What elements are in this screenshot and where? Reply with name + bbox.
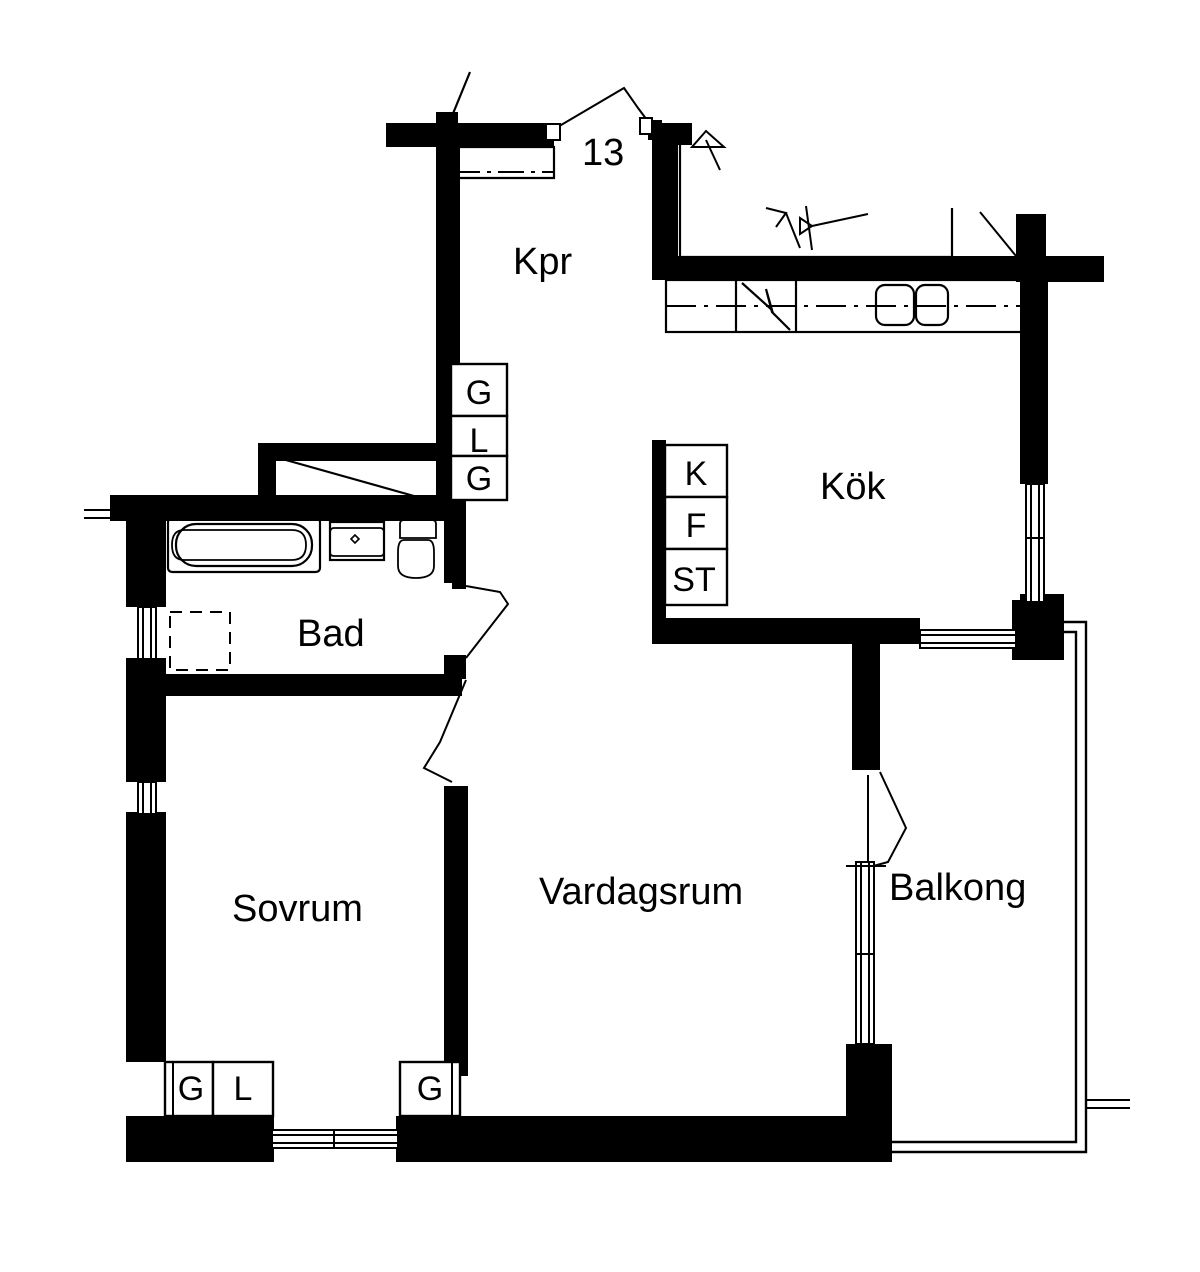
wall-kitchen-ne-cap <box>1016 256 1104 282</box>
walls-group <box>110 112 1104 1162</box>
room-label-vardagsrum: Vardagsrum <box>539 871 744 913</box>
closet-box-hall-g-bottom <box>449 454 509 502</box>
wall-entry-top <box>386 123 554 147</box>
bathroom-door-swing <box>465 585 510 659</box>
wall-bath-east <box>444 495 466 583</box>
wall-entry-jamb-left <box>436 112 458 124</box>
closet-label-hall-g-bottom: G <box>465 460 493 498</box>
wall-kitchen-north <box>652 256 1044 280</box>
stove-symbol <box>741 282 791 331</box>
wall-bath-east-jamb <box>444 655 466 679</box>
bathtub-outer <box>166 516 322 574</box>
wall-bedroom-east <box>444 786 468 1076</box>
window-kitchen-south <box>919 629 1017 649</box>
window-living-east <box>855 861 875 1045</box>
balcony-railing-inner <box>892 630 1078 1144</box>
closet-label-bedroom-g: G <box>177 1070 205 1108</box>
bathtub-inner <box>174 522 314 568</box>
window-east-kitchen <box>1025 483 1045 603</box>
wall-bath-top <box>110 495 460 521</box>
wall-west-lower <box>126 812 166 1062</box>
kitchen-arrow-top <box>689 129 727 171</box>
wall-south-right <box>396 1116 892 1162</box>
kitchen-arrow-mid-d <box>799 216 814 236</box>
room-label-bad: Bad <box>297 613 365 655</box>
entrance-door-leaf-left <box>450 71 472 117</box>
window-west-mid <box>137 606 157 660</box>
kitchen-sink-bowl-left <box>874 283 916 327</box>
wall-kitchen-nw-stub <box>652 123 692 145</box>
hat-shelf-outline <box>454 145 556 180</box>
entrance-door-jamb-b <box>639 117 653 135</box>
closet-box-hall-g-top <box>449 362 509 418</box>
toilet-tank <box>399 519 437 539</box>
entrance-door-jamb-a <box>545 123 561 141</box>
window-west-nub <box>84 509 126 519</box>
wall-west-upper <box>126 495 166 607</box>
wall-kpr-kitchen-divider <box>652 440 666 620</box>
room-label-sovrum: Sovrum <box>232 888 363 930</box>
linework-group <box>84 71 1130 1154</box>
room-label-kpr: Kpr <box>513 241 573 283</box>
closet-label-hall-g-top: G <box>465 374 493 412</box>
wall-bath-south <box>126 674 462 696</box>
kitchen-upper-room <box>678 130 954 259</box>
kitchen-door-swing-ne <box>979 211 1017 257</box>
closet-label-kitchen-f: F <box>685 507 707 545</box>
wall-hall-west-lower <box>436 366 454 504</box>
closet-label-kitchen-k: K <box>684 455 708 493</box>
bathroom-sink-drain <box>349 533 361 545</box>
washer-space-dashed <box>169 611 231 671</box>
wall-kitchen-west <box>652 123 678 275</box>
window-west-lower <box>137 781 157 815</box>
entrance-door-swing <box>555 86 651 129</box>
kitchen-arrow-mid-a <box>765 207 788 228</box>
wall-bath-east-lower <box>452 563 466 589</box>
unit-number-label: 13 <box>582 132 625 174</box>
closet-label-hall-l: L <box>469 422 489 460</box>
toilet-bowl <box>397 539 435 579</box>
kitchen-arrow-mid-e <box>811 213 869 227</box>
bathroom-sink-bowl <box>329 527 385 557</box>
closet-boxes <box>163 362 729 1118</box>
kitchen-arrow-mid-b <box>785 212 801 249</box>
closet-label-bedroom-l: L <box>233 1070 253 1108</box>
wall-bath-nw-vert <box>258 443 276 505</box>
balcony-door-arc <box>865 771 908 869</box>
closet-label-living-g: G <box>416 1070 444 1108</box>
closet-box-living-g <box>398 1060 462 1118</box>
wall-hall-west <box>436 123 460 366</box>
kpr-diagonal-shelf <box>267 453 447 507</box>
wall-bath-north <box>258 443 450 461</box>
bedroom-door-swing <box>422 679 467 783</box>
room-label-kok: Kök <box>820 466 886 508</box>
wall-balcony-corner-upper <box>1012 600 1064 660</box>
closet-box-kitchen-st <box>663 547 729 607</box>
window-south-bedroom <box>271 1129 399 1149</box>
kitchen-sink-bowl-right <box>914 283 950 327</box>
wall-south-left <box>126 1116 274 1162</box>
bathtub-inner2 <box>171 529 307 561</box>
wall-living-se <box>846 1044 892 1118</box>
closet-label-kitchen-st: ST <box>672 561 716 599</box>
room-label-balkong: Balkong <box>889 867 1027 909</box>
balcony-railing-outer <box>892 620 1088 1154</box>
closet-box-bedroom-l <box>211 1060 275 1118</box>
window-southeast-stub <box>1086 1099 1130 1109</box>
wall-living-east <box>852 618 880 770</box>
